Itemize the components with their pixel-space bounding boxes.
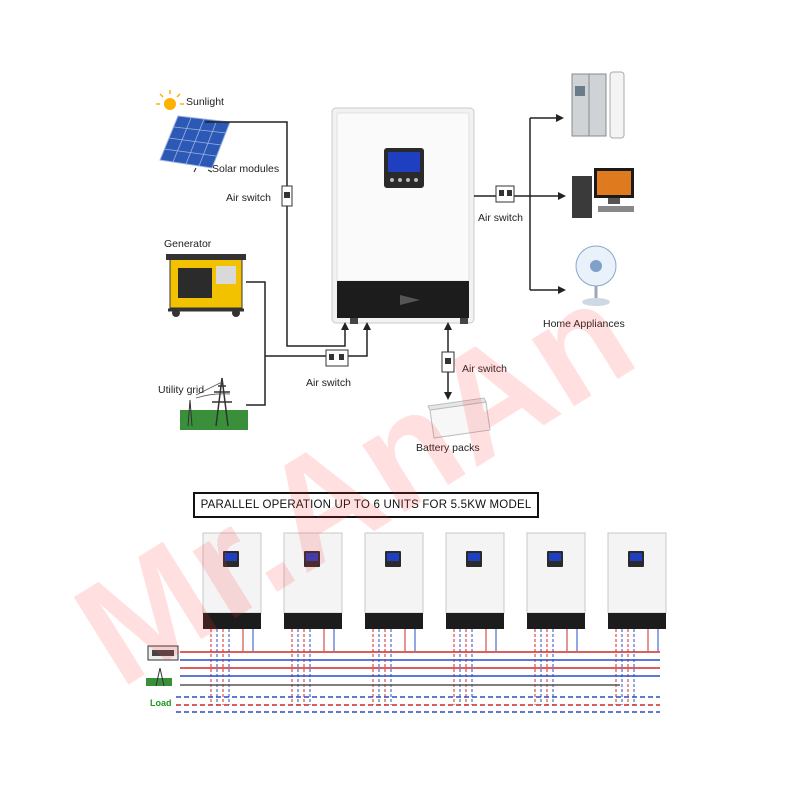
parallel-inverter-unit [607,532,667,705]
solar-panel-icon [156,90,231,169]
sun-icon [164,98,176,110]
breaker-battery-icon [441,351,455,373]
label-air-switch-battery: Air switch [462,363,507,375]
label-air-switch-output: Air switch [478,212,523,224]
parallel-inverter-unit [445,532,505,705]
label-sunlight: Sunlight [186,96,224,108]
parallel-grid-icon [146,667,172,687]
parallel-units-row [202,532,667,705]
input-wiring [205,117,562,406]
parallel-inverter-unit [526,532,586,705]
arrow-heads [193,114,566,400]
computer-icon [572,168,634,218]
parallel-inverter-unit [202,532,262,705]
battery-pack-icon [427,397,491,439]
label-utility-grid: Utility grid [158,384,205,396]
parallel-inverter-unit [283,532,343,705]
parallel-bus-lines [176,651,660,713]
label-air-switch-solar: Air switch [226,192,271,204]
parallel-inverter-unit [364,532,424,705]
label-air-switch-input: Air switch [306,377,351,389]
generator-icon [166,254,246,317]
label-home-appliances: Home Appliances [543,318,625,330]
breaker-solar-icon [281,185,293,207]
parallel-battery-icon [147,645,179,661]
air-conditioner-icon [609,71,625,139]
breaker-input-icon [325,349,349,367]
parallel-operation-banner: PARALLEL OPERATION UP TO 6 UNITS FOR 5.5… [193,492,539,518]
refrigerator-icon [571,73,607,137]
label-load: Load [150,698,172,708]
label-solar-modules: Solar modules [212,163,280,175]
main-inverter [331,107,475,324]
utility-grid-icon [180,377,248,430]
label-battery-packs: Battery packs [416,442,480,454]
fan-icon [575,245,617,306]
breaker-output-icon [495,185,515,203]
label-generator: Generator [164,238,212,250]
